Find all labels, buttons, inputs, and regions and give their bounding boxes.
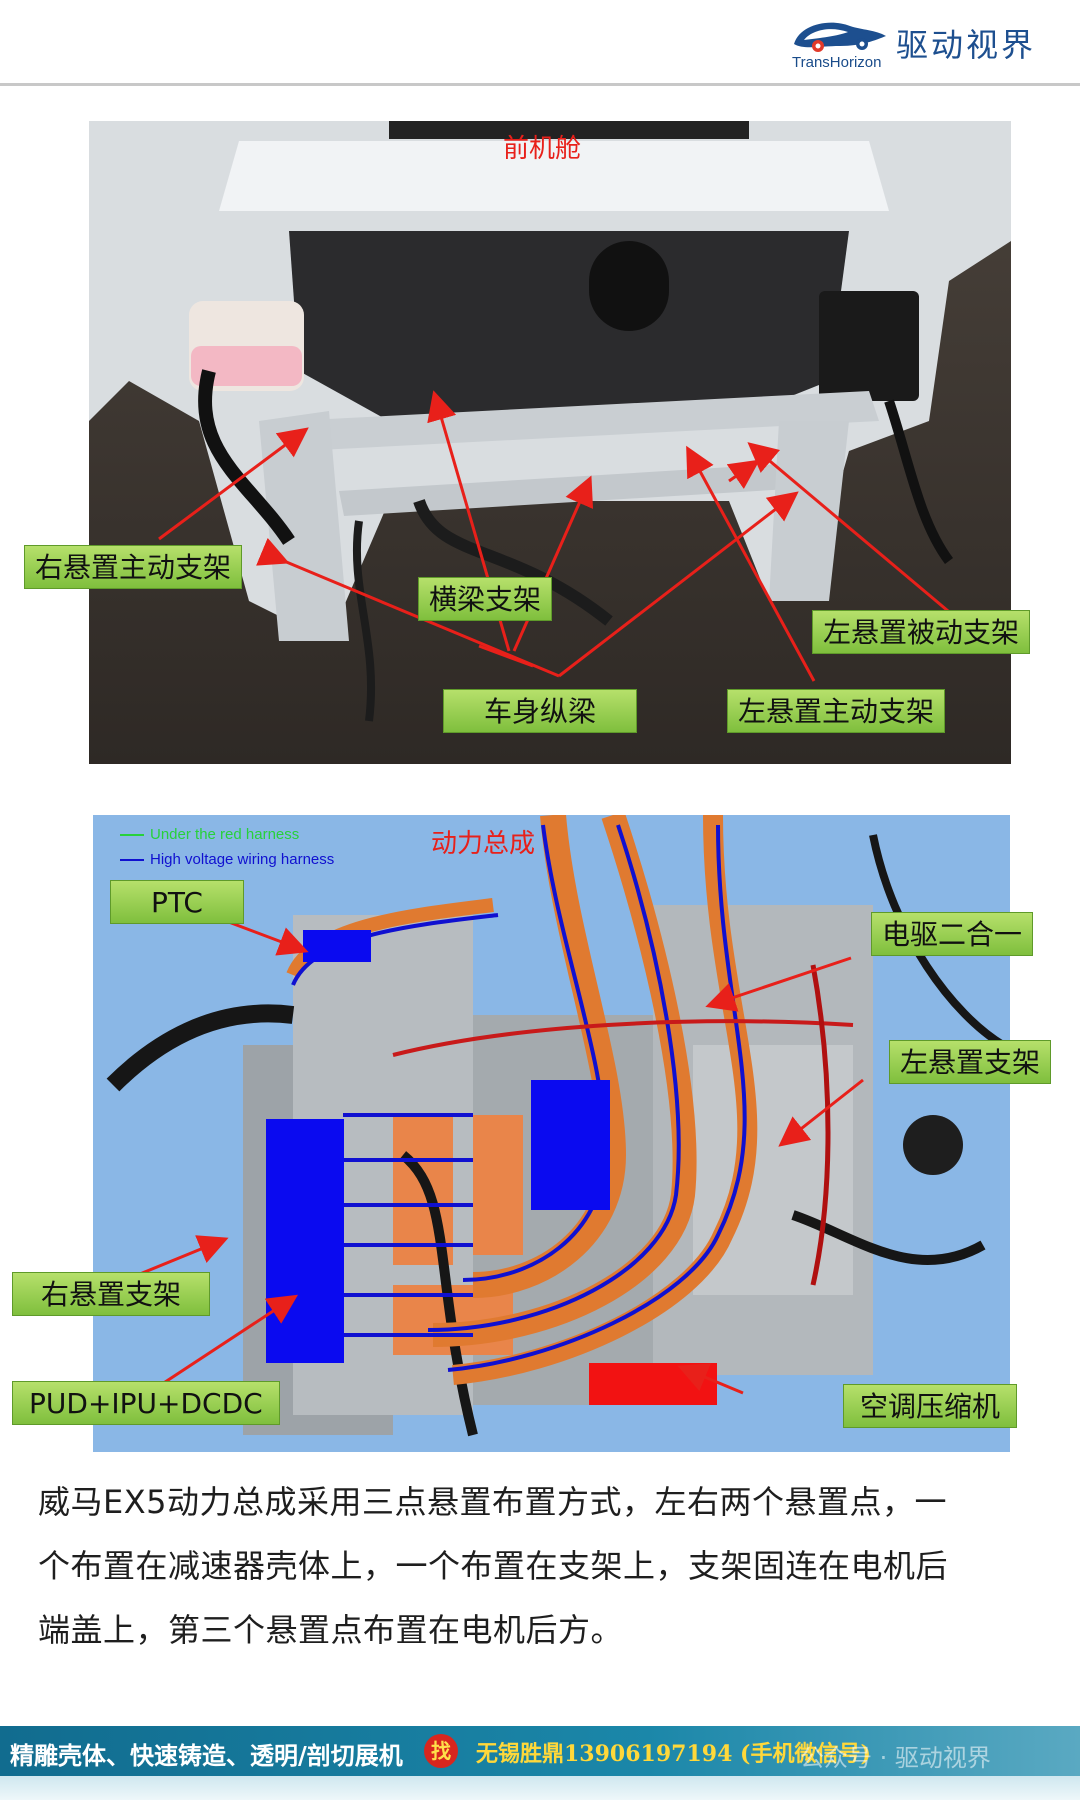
paragraph-line: 端盖上，第三个悬置点布置在电机后方。 (38, 1611, 624, 1649)
label-ptc: PTC (110, 880, 244, 924)
footer-strip (0, 1776, 1080, 1800)
label-right-active-mount: 右悬置主动支架 (24, 545, 243, 589)
powertrain-illustration (93, 815, 1010, 1452)
description-paragraph: 威马EX5动力总成采用三点悬置布置方式，左右两个悬置点，一 个布置在减速器壳体上… (38, 1470, 1048, 1662)
label-body-rail: 车身纵梁 (443, 689, 638, 733)
legend-item: Under the red harness (120, 822, 334, 847)
paragraph-line: 威马EX5动力总成采用三点悬置布置方式，左右两个悬置点，一 (38, 1483, 948, 1521)
logo-english-text: TransHorizon (792, 54, 882, 71)
label-edrive-2in1: 电驱二合一 (871, 912, 1034, 956)
front-cabin-illustration (89, 121, 1011, 764)
label-left-passive-mount: 左悬置被动支架 (812, 610, 1031, 654)
car-logo-icon (794, 22, 886, 52)
find-badge-icon: 找 (424, 1734, 458, 1768)
green-line-swatch (120, 833, 144, 836)
page-header: TransHorizon 驱动视界 (0, 0, 1080, 86)
legend-item: High voltage wiring harness (120, 847, 334, 872)
label-crossbeam-bracket: 横梁支架 (418, 577, 553, 621)
legend-label: Under the red harness (150, 826, 300, 843)
label-right-mount-bracket: 右悬置支架 (12, 1272, 211, 1316)
header-divider (0, 83, 1080, 86)
blue-line-swatch (120, 858, 144, 861)
label-left-active-mount: 左悬置主动支架 (727, 689, 946, 733)
harness-legend: Under the red harness High voltage wirin… (120, 822, 334, 872)
account-watermark: 公众号 · 驱动视界 (800, 1744, 991, 1772)
logo-chinese-text: 驱动视界 (896, 26, 1037, 64)
banner-services-text: 精雕壳体、快速铸造、透明/剖切展机 (10, 1741, 403, 1770)
paragraph-line: 个布置在减速器壳体上，一个布置在支架上，支架固连在电机后 (38, 1547, 949, 1585)
front-cabin-photo (89, 121, 1011, 764)
label-pud-ipu-dcdc: PUD+IPU+DCDC (12, 1381, 280, 1425)
front-cabin-title: 前机舱 (503, 134, 582, 164)
ad-banner[interactable]: 精雕壳体、快速铸造、透明/剖切展机 找 无锡胜鼎13906197194 (手机微… (0, 1726, 1080, 1776)
brand-logo: TransHorizon 驱动视界 (788, 12, 1068, 72)
legend-label: High voltage wiring harness (150, 851, 335, 868)
label-ac-compressor: 空调压缩机 (843, 1384, 1018, 1428)
banner-contact-text: 无锡胜鼎13906197194 (手机微信号) (476, 1741, 871, 1767)
powertrain-title: 动力总成 (431, 829, 536, 859)
label-left-mount-bracket: 左悬置支架 (889, 1040, 1052, 1084)
powertrain-photo (93, 815, 1010, 1452)
